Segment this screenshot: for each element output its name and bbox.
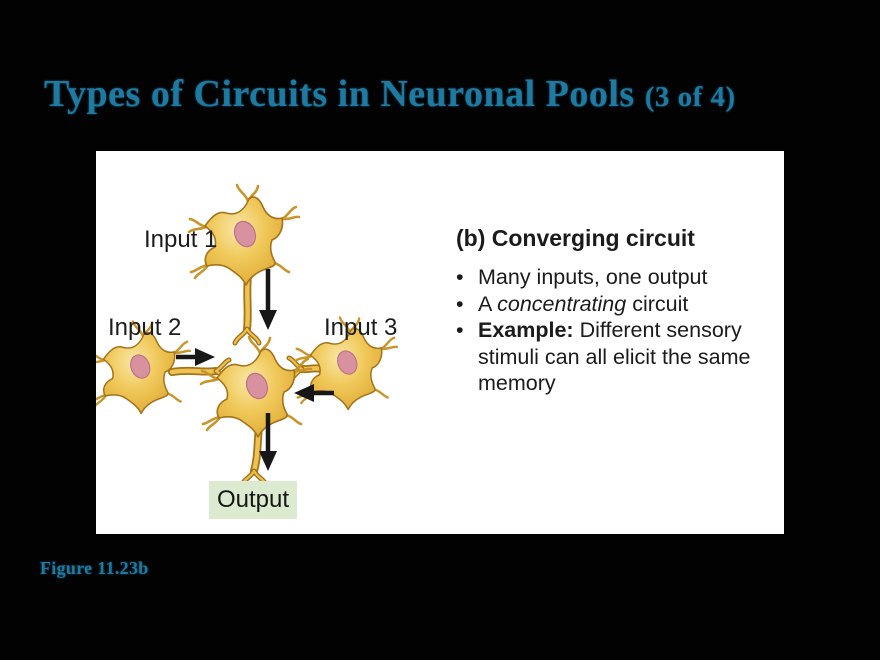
down-arrow-output-icon: [259, 413, 277, 471]
neuron-input-1-icon: [187, 183, 301, 346]
panel-heading: (b) Converging circuit: [456, 225, 695, 251]
input-1-label: Input 1: [144, 226, 218, 253]
bullet-1-text: Many inputs, one output: [478, 265, 708, 289]
bullet-item-3: • Example: Different sensory stimuli can…: [456, 317, 776, 397]
right-arrow-input2-icon: [176, 348, 215, 366]
bullet-3-bold: Example:: [478, 318, 574, 342]
bullet-marker: •: [456, 265, 464, 289]
left-arrow-input3-icon: [294, 384, 334, 402]
bullet-item-2: • A concentrating circuit: [456, 291, 776, 318]
bullet-2-post: circuit: [626, 291, 689, 316]
bullet-marker: •: [456, 318, 464, 342]
bullet-2-text: A concentrating circuit: [478, 291, 776, 318]
bullet-2-pre: A: [478, 291, 498, 316]
description-text-block: (b) Converging circuit • Many inputs, on…: [456, 225, 776, 397]
input-2-label: Input 2: [108, 314, 182, 341]
bullet-3-text: Example: Different sensory stimuli can a…: [478, 317, 776, 397]
slide-title-suffix: (3 of 4): [644, 81, 736, 113]
figure-caption: Figure 11.23b: [40, 558, 149, 578]
input-3-label: Input 3: [324, 314, 398, 341]
down-arrow-input1-icon: [259, 269, 277, 330]
bullet-list: • Many inputs, one output • A concentrat…: [456, 264, 776, 397]
bullet-2-italic: concentrating: [497, 291, 627, 316]
slide-title-main: Types of Circuits in Neuronal Pools: [44, 73, 645, 115]
bullet-marker: •: [456, 291, 464, 316]
bullet-item-1: • Many inputs, one output: [456, 264, 776, 291]
figure-panel: Input 1 Input 2 Input 3 Output (b) Conve…: [96, 151, 784, 534]
bullet-3-rest: Different sensory stimuli can all elicit…: [478, 318, 751, 395]
slide-title: Types of Circuits in Neuronal Pools (3 o…: [44, 72, 736, 116]
output-label-box: Output: [209, 481, 298, 519]
